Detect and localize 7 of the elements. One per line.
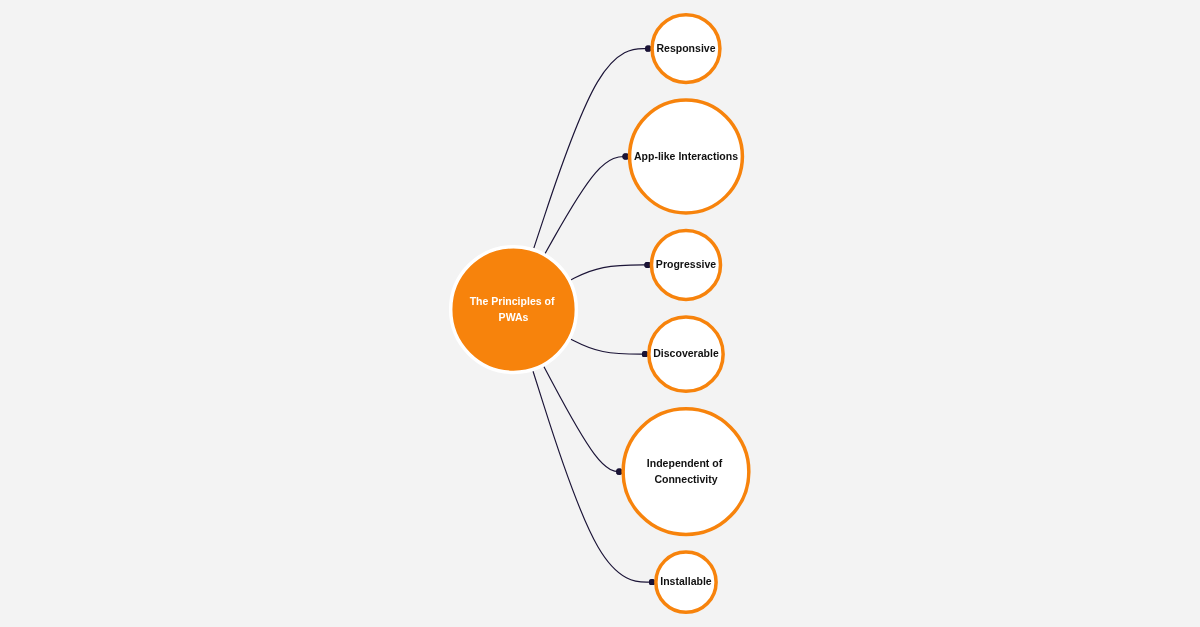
node-circle: Responsive: [650, 12, 722, 85]
node-circle: The Principles of PWAs: [449, 244, 579, 375]
node-circle: Independent of Connectivity: [621, 407, 751, 537]
node-circle: Progressive: [649, 228, 723, 302]
node-circle: Installable: [654, 550, 719, 615]
node-circle: Discoverable: [647, 315, 726, 394]
node-circle: App-like Interactions: [628, 98, 745, 215]
